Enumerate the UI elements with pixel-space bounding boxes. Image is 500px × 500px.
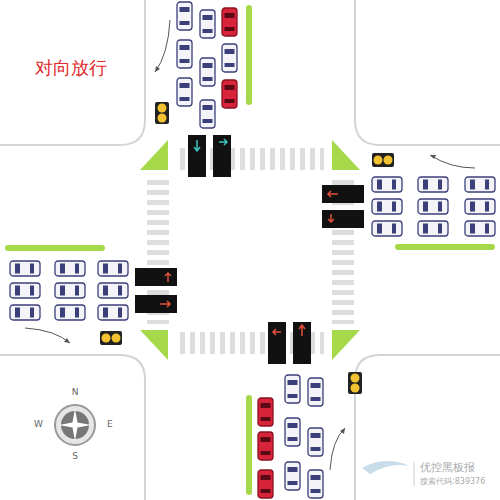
watermark-name: 优控黑板报 [420,462,475,474]
watermark-code: 搜索代码:839376 [420,478,485,487]
compass-south: S [72,452,78,462]
diagram-title: 对向放行 [35,58,107,78]
compass-east: E [107,420,113,430]
compass-west: W [34,420,43,430]
compass-north: N [72,388,79,398]
